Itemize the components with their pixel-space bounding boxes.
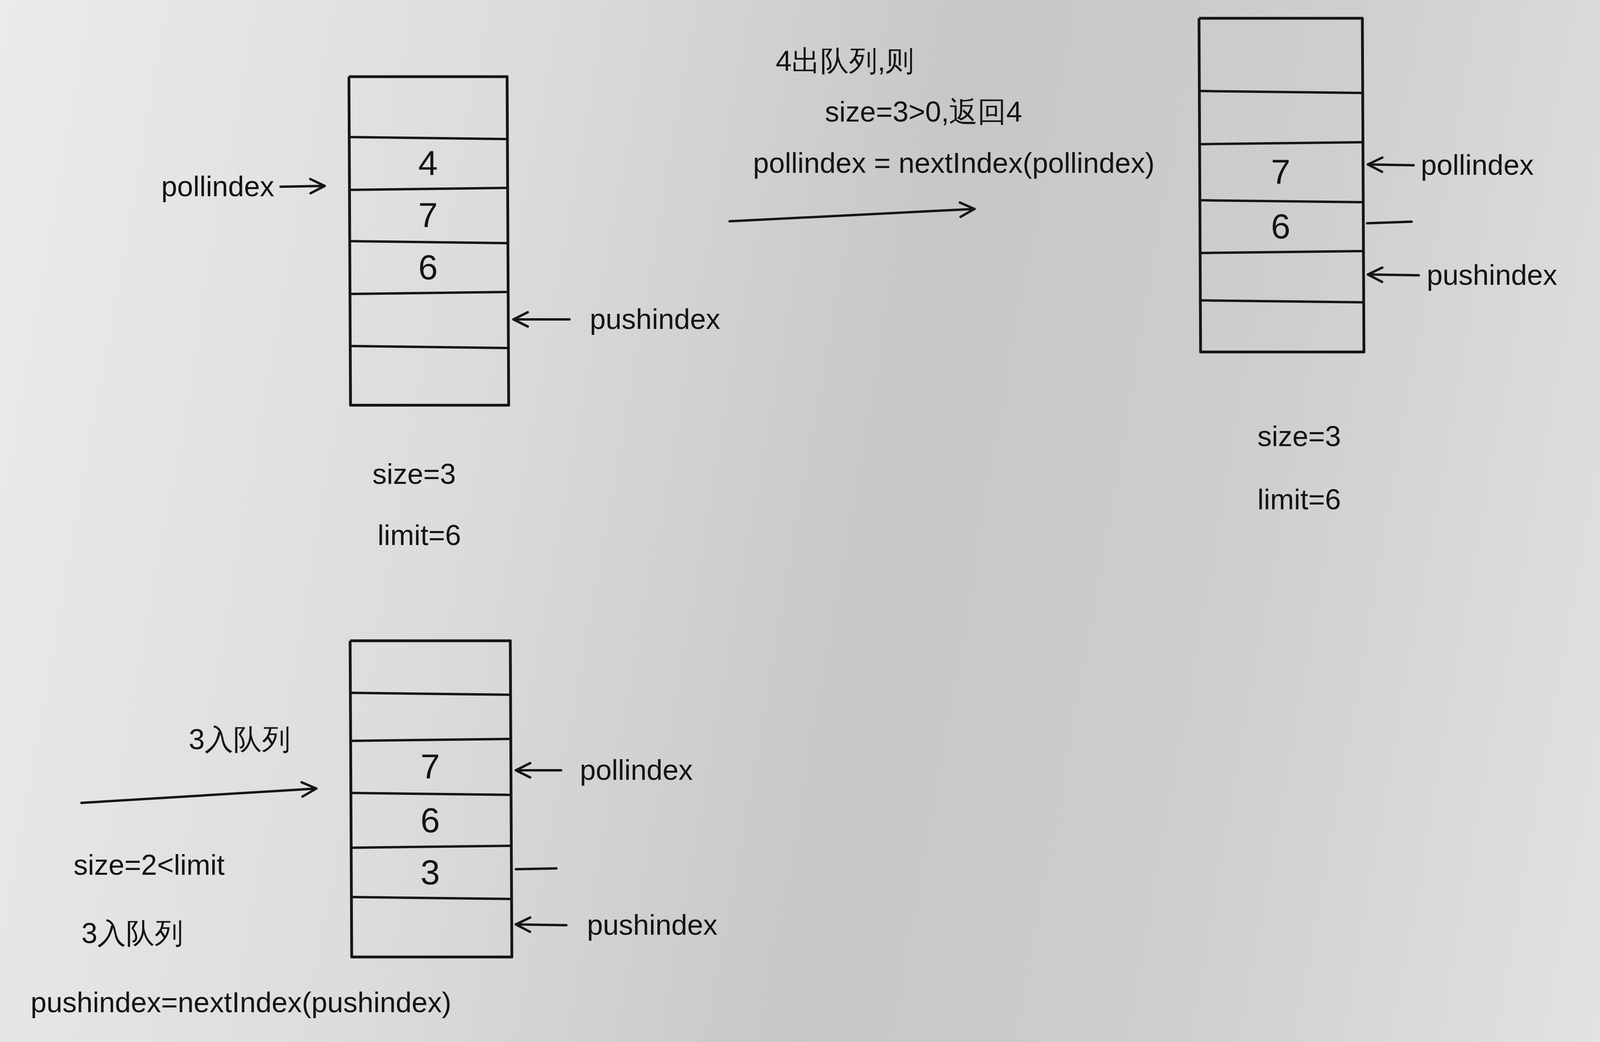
array-cell-divider [350, 693, 512, 696]
pointer-arrows [81, 157, 1419, 933]
arrow-head [513, 312, 528, 327]
cell-value: 7 [420, 749, 440, 785]
step-note: 3入队列 [81, 918, 184, 950]
queue-array [1199, 18, 1364, 353]
array-cell-divider [350, 846, 512, 849]
array-cell-divider [350, 739, 512, 742]
arrow-shaft [1367, 164, 1414, 166]
step-note: 4出队列,则 [775, 45, 915, 77]
array-cell: 7 [353, 743, 508, 791]
arrow-shaft [515, 868, 557, 870]
pointer-name: pollindex [161, 170, 275, 203]
step-note: size=2<limit [73, 849, 225, 882]
limit-note: limit=6 [1257, 484, 1341, 516]
arrow-shaft [515, 924, 567, 926]
array-cell: 6 [353, 797, 508, 844]
array-cell: 6 [1202, 204, 1360, 249]
arrow-shaft [280, 185, 325, 187]
cell-value: 7 [1270, 154, 1291, 190]
cell-value: 4 [418, 145, 438, 181]
arrow-head [959, 202, 975, 217]
array-cell-divider [1199, 300, 1364, 303]
arrow-head [301, 782, 317, 797]
array-cell: 7 [352, 191, 504, 239]
array-cell-divider [1199, 200, 1364, 203]
pointer-name: pushindex [1426, 259, 1558, 291]
arrow-shaft [1367, 221, 1412, 224]
arrow-head [515, 763, 531, 778]
array-cell-divider [348, 187, 508, 190]
arrow-head [515, 918, 531, 933]
cell-value: 6 [418, 249, 438, 285]
limit-note: limit=6 [377, 519, 462, 552]
step-note: pollindex = nextIndex(pollindex) [753, 147, 1155, 179]
size-note: size=3 [1257, 420, 1341, 453]
step-note: size=3>0,返回4 [825, 96, 1023, 128]
cell-value: 7 [418, 197, 438, 233]
pointer-name: pollindex [1420, 149, 1534, 181]
arrow-shaft [81, 788, 317, 804]
step-note: 3入队列 [188, 724, 291, 756]
array-outline [348, 76, 509, 406]
array-outline [350, 641, 512, 958]
array-cell-divider [348, 137, 508, 140]
pointer-name: pushindex [586, 909, 718, 942]
cell-value: 6 [1270, 209, 1291, 245]
queue-array [348, 76, 509, 406]
array-cell: 3 [353, 850, 508, 895]
arrow-shaft [515, 769, 562, 772]
array-cell: 7 [1202, 146, 1360, 198]
pointer-name: pushindex [589, 303, 721, 336]
arrow-head [1367, 267, 1383, 283]
array-cell-divider [1199, 91, 1364, 93]
array-cell-divider [350, 793, 512, 796]
arrow-shaft [513, 318, 570, 321]
array-cell: 4 [352, 141, 504, 186]
array-cell-divider [1199, 142, 1364, 145]
arrow-shaft [729, 209, 975, 222]
cell-value: 3 [420, 855, 440, 891]
pointer-name: pollindex [579, 754, 693, 787]
array-cell: 6 [352, 245, 504, 290]
size-note: size=3 [372, 458, 456, 491]
queue-array [350, 641, 512, 958]
arrow-head [310, 179, 325, 194]
array-cell-divider [348, 241, 508, 244]
array-cell-divider [348, 292, 508, 295]
arrow-head [1367, 157, 1383, 173]
cell-value: 6 [420, 803, 440, 839]
step-note: pushindex=nextIndex(pushindex) [30, 987, 452, 1019]
array-outline [1199, 18, 1364, 353]
arrow-shaft [1367, 274, 1419, 276]
array-cell-divider [348, 346, 508, 349]
array-cell-divider [1199, 251, 1364, 254]
array-cell-divider [350, 897, 512, 900]
